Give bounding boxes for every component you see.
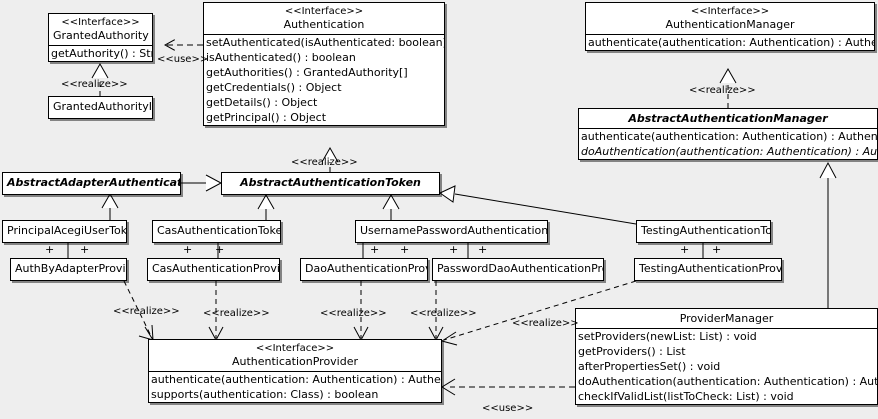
association-multiplicity-marker: + <box>449 243 459 256</box>
class-name-label: GrantedAuthorityImpl <box>53 100 152 113</box>
class-name-label: DaoAuthenticationProvider <box>305 262 427 275</box>
class-name-label: CasAuthenticationProvider <box>152 262 280 275</box>
class-granted-authority-impl[interactable]: GrantedAuthorityImpl <box>48 96 153 119</box>
stereotype-label: <<Interface>> <box>255 343 335 354</box>
class-name-label: UsernamePasswordAuthenticationToken <box>360 224 548 237</box>
association-multiplicity-marker: + <box>215 243 225 256</box>
class-name-label: GrantedAuthority <box>53 29 149 42</box>
class-auth-by-adapter-provider[interactable]: AuthByAdapterProvider <box>10 258 127 281</box>
class-name-label: AuthenticationProvider <box>231 355 359 368</box>
class-dao-authentication-provider[interactable]: DaoAuthenticationProvider <box>300 258 428 281</box>
member-row: getCredentials() : Object <box>206 81 342 94</box>
member-row: supports(authentication: Class) : boolea… <box>151 388 379 401</box>
class-name-label: PrincipalAcegiUserToken <box>7 224 127 237</box>
class-header: AbstractAuthenticationManager <box>579 109 877 128</box>
association-multiplicity-marker: + <box>478 243 488 256</box>
class-name-label: AbstractAuthenticationManager <box>628 112 828 125</box>
relationship-label-realize-abstract-auth-manager: <<realize>> <box>689 85 756 96</box>
relationship-label-realize-granted-authority-impl: <<realize>> <box>61 79 128 90</box>
member-row: doAuthentication(authentication: Authent… <box>578 375 878 388</box>
association-multiplicity-marker: + <box>80 243 90 256</box>
association-multiplicity-marker: + <box>183 243 193 256</box>
member-row: afterPropertiesSet() : void <box>578 360 721 373</box>
stereotype-label: <<Interface>> <box>690 6 770 17</box>
relationship-label-realize-cas-provider: <<realize>> <box>203 308 270 319</box>
association-multiplicity-marker: + <box>370 243 380 256</box>
class-name-label: CasAuthenticationToken <box>157 224 281 237</box>
association-multiplicity-marker: + <box>680 243 690 256</box>
class-provider-manager[interactable]: ProviderManager setProviders(newList: Li… <box>575 308 878 405</box>
association-multiplicity-marker: + <box>400 243 410 256</box>
class-name-label: PasswordDaoAuthenticationProvider <box>437 262 603 275</box>
class-header: <<Interface>> AuthenticationProvider <box>149 340 441 371</box>
class-header: ProviderManager <box>576 309 877 328</box>
member-row: isAuthenticated() : boolean <box>206 51 356 64</box>
relationship-label-use-provider-manager: <<use>> <box>482 403 534 414</box>
class-abstract-authentication-token[interactable]: AbstractAuthenticationToken <box>221 172 440 195</box>
class-name-label: AuthByAdapterProvider <box>15 262 126 275</box>
members-compartment: getAuthority() : String <box>49 45 152 61</box>
class-testing-authentication-token[interactable]: TestingAuthenticationToken <box>636 220 771 243</box>
member-row: authenticate(authentication: Authenticat… <box>581 130 878 143</box>
member-row: authenticate(authentication: Authenticat… <box>151 373 441 386</box>
member-row: setAuthenticated(isAuthenticated: boolea… <box>206 36 445 49</box>
members-compartment: authenticate(authentication: Authenticat… <box>579 128 877 159</box>
member-row: doAuthentication(authentication: Authent… <box>581 145 878 158</box>
class-name-label: AbstractAuthenticationToken <box>240 176 421 189</box>
association-multiplicity-marker: + <box>45 243 55 256</box>
members-compartment: setAuthenticated(isAuthenticated: boolea… <box>204 34 444 125</box>
member-row: checkIfValidList(listToCheck: List) : vo… <box>578 390 794 403</box>
relationship-label-realize-password-dao-provider: <<realize>> <box>410 308 477 319</box>
class-authentication[interactable]: <<Interface>> Authentication setAuthenti… <box>203 2 445 126</box>
class-abstract-authentication-manager[interactable]: AbstractAuthenticationManager authentica… <box>578 108 878 160</box>
member-row: getAuthorities() : GrantedAuthority[] <box>206 66 408 79</box>
members-compartment: authenticate(authentication: Authenticat… <box>149 371 441 402</box>
member-row: setProviders(newList: List) : void <box>578 330 757 343</box>
member-row: getPrincipal() : Object <box>206 111 327 124</box>
class-password-dao-authentication-provider[interactable]: PasswordDaoAuthenticationProvider <box>432 258 604 281</box>
relationship-label-realize-testing-provider: <<realize>> <box>512 318 579 329</box>
class-header: <<Interface>> AuthenticationManager <box>586 3 874 34</box>
class-name-label: TestingAuthenticationProvider <box>639 262 782 275</box>
class-testing-authentication-provider[interactable]: TestingAuthenticationProvider <box>634 258 782 281</box>
member-row: authenticate(authentication: Authenticat… <box>588 36 874 49</box>
relationship-label-realize-auth-by-adapter: <<realize>> <box>113 306 180 317</box>
member-row: getAuthority() : String <box>51 47 152 60</box>
class-username-password-authentication-token[interactable]: UsernamePasswordAuthenticationToken <box>355 220 548 243</box>
stereotype-label: <<Interface>> <box>284 6 364 17</box>
relationship-label-use-authentication-granted: <<use>> <box>157 54 209 65</box>
class-name-label: TestingAuthenticationToken <box>641 224 770 237</box>
association-multiplicity-marker: + <box>712 243 722 256</box>
class-authentication-provider[interactable]: <<Interface>> AuthenticationProvider aut… <box>148 339 442 403</box>
class-name-label: Authentication <box>283 18 365 31</box>
stereotype-label: <<Interface>> <box>61 17 140 28</box>
class-name-label: AbstractAdapterAuthenticationToken <box>7 176 180 189</box>
members-compartment: authenticate(authentication: Authenticat… <box>586 34 874 50</box>
class-header: <<Interface>> GrantedAuthority <box>49 14 152 45</box>
member-row: getProviders() : List <box>578 345 686 358</box>
relationship-label-realize-dao-provider: <<realize>> <box>320 308 387 319</box>
class-granted-authority[interactable]: <<Interface>> GrantedAuthority getAuthor… <box>48 13 153 62</box>
relationship-label-realize-abstract-auth-token: <<realize>> <box>291 157 358 168</box>
class-name-label: AuthenticationManager <box>665 18 795 31</box>
members-compartment: setProviders(newList: List) : void getPr… <box>576 328 877 404</box>
class-cas-authentication-token[interactable]: CasAuthenticationToken <box>152 220 281 243</box>
class-cas-authentication-provider[interactable]: CasAuthenticationProvider <box>147 258 280 281</box>
class-principal-acegi-user-token[interactable]: PrincipalAcegiUserToken <box>2 220 127 243</box>
class-authentication-manager[interactable]: <<Interface>> AuthenticationManager auth… <box>585 2 875 51</box>
class-header: <<Interface>> Authentication <box>204 3 444 34</box>
member-row: getDetails() : Object <box>206 96 318 109</box>
class-name-label: ProviderManager <box>679 312 774 325</box>
class-abstract-adapter-authentication-token[interactable]: AbstractAdapterAuthenticationToken <box>2 172 181 195</box>
